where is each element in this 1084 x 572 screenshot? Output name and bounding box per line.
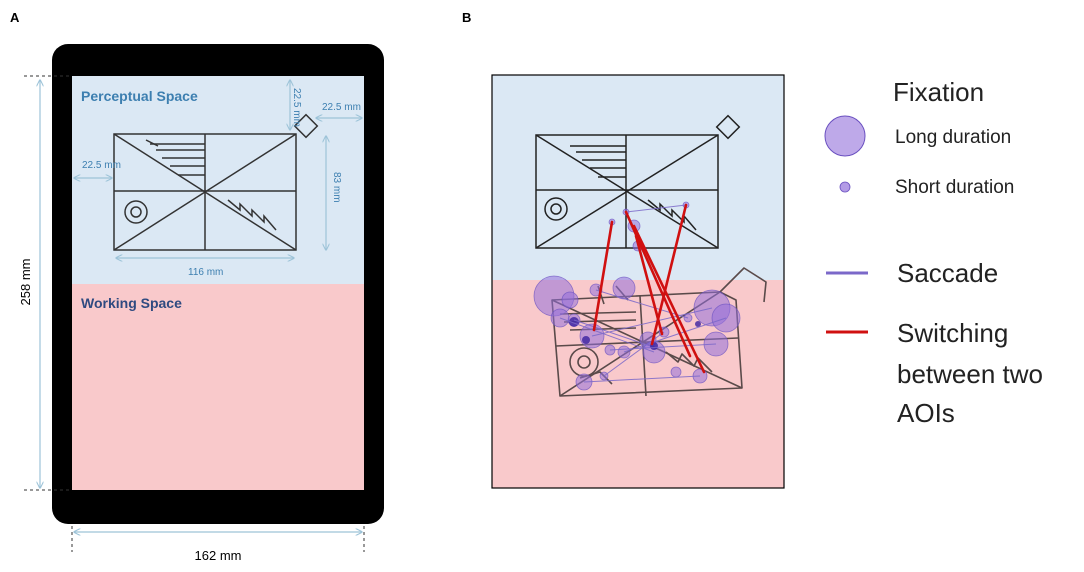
perceptual-space-area xyxy=(72,76,364,284)
dim-width-fig-label: 116 mm xyxy=(188,267,223,278)
fixation-point xyxy=(569,317,579,327)
extension-lines xyxy=(24,75,365,552)
saccades xyxy=(559,204,727,383)
panel-b: B xyxy=(462,10,1043,489)
dim-top-label: 22.5 mm xyxy=(291,88,302,127)
eye-tracking-frame xyxy=(491,74,785,489)
switching-lines xyxy=(592,203,706,374)
panel-b-label: B xyxy=(462,10,471,25)
dimension-lines xyxy=(40,80,362,532)
dim-left-label-line: 22.5 mm xyxy=(82,160,121,171)
legend-saccade-label: Saccade xyxy=(897,258,998,288)
perceptual-space-label: Perceptual Space xyxy=(81,88,198,104)
reference-figure-b xyxy=(535,114,741,249)
eye-tracking-working-area xyxy=(492,280,784,488)
panel-a: A Perceptual Space Working Space xyxy=(10,10,384,563)
working-space-area xyxy=(72,284,364,490)
legend-short-duration-label: Short duration xyxy=(895,177,1014,198)
fixation-point xyxy=(582,336,590,344)
dim-tablet-width-label: 162 mm xyxy=(195,548,242,563)
legend: Fixation Long duration Short duration Sa… xyxy=(824,77,1043,428)
legend-short-duration-marker xyxy=(839,181,851,193)
fixation-point xyxy=(561,291,579,309)
legend-switching-line3: AOIs xyxy=(897,398,955,428)
reference-figure xyxy=(113,113,319,251)
working-space-label: Working Space xyxy=(81,295,182,311)
legend-switching-line1: Switching xyxy=(897,318,1008,348)
fixation-point xyxy=(695,321,701,327)
legend-fixation-title: Fixation xyxy=(893,77,984,107)
panel-a-label: A xyxy=(10,10,20,25)
fixation-point xyxy=(670,366,682,378)
dim-height-fig-label: 83 mm xyxy=(331,172,342,203)
dim-right-label: 22.5 mm xyxy=(322,102,361,113)
legend-long-duration-label: Long duration xyxy=(895,127,1011,148)
legend-long-duration-marker xyxy=(824,115,866,157)
legend-switching-line2: between two xyxy=(897,359,1043,389)
dim-tablet-height-label: 258 mm xyxy=(18,259,33,306)
